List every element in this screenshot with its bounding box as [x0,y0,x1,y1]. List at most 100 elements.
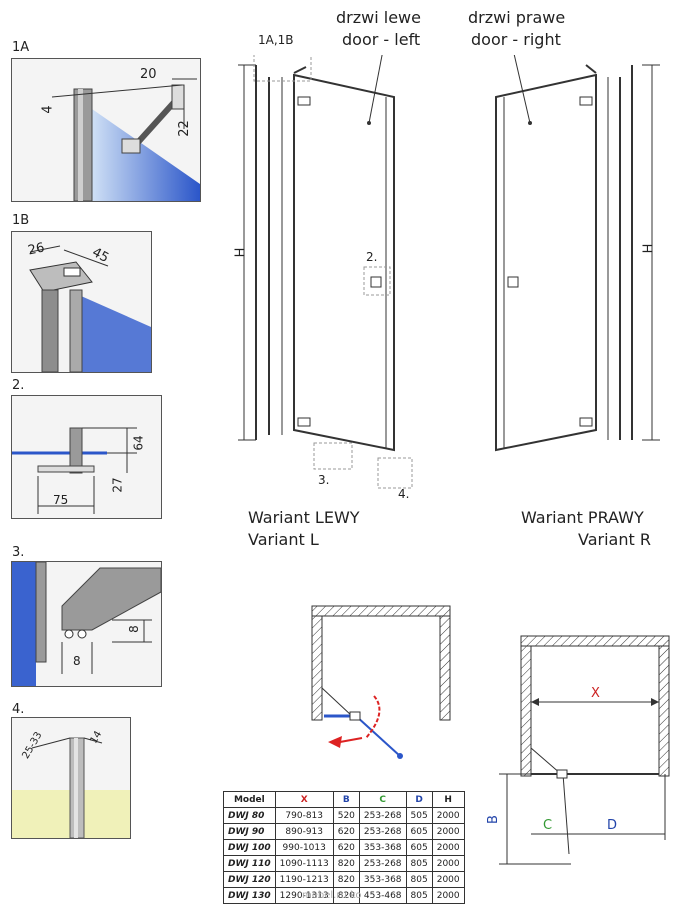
table-header-cell: B [332,791,360,808]
model-cell: DWJ 90 [223,823,276,840]
plan-c-label: C [543,818,553,833]
table-cell: 2000 [431,887,465,904]
table-cell: 505 [405,807,433,824]
table-cell: 353-368 [358,871,407,888]
callout-1a1b: 1A,1B [258,33,294,47]
model-cell: DWJ 100 [223,839,276,856]
table-cell: 1090-1113 [274,855,334,872]
table-cell: 520 [332,807,360,824]
table-cell: 353-368 [358,839,407,856]
detail-1a-dim-20: 20 [140,67,157,82]
table-header-cell: X [274,791,334,808]
detail-1a-box: 20 4 22 [11,58,201,202]
large-plan-drawing [499,635,670,865]
table-cell: 2000 [431,807,465,824]
plan-b-label: B [485,815,501,824]
detail-2-dim-75: 75 [53,493,69,507]
model-cell: DWJ 110 [223,855,276,872]
table-cell: 1190-1213 [274,871,334,888]
variant-right-pl: Wariant PRAWY [521,508,644,527]
plan-x-label: X [591,686,600,701]
door-right-drawing [495,44,660,452]
table-header-cell: Model [223,791,276,808]
detail-1b-label: 1B [12,213,30,228]
door-right-label-pl: drzwi prawe [468,8,566,27]
small-plan-drawing [311,605,451,759]
detail-2-label: 2. [12,378,25,393]
door-left-drawing [238,44,413,489]
detail-2-box: 64 27 75 [11,395,162,519]
callout-3: 3. [318,473,330,487]
table-cell: 253-268 [358,855,407,872]
door-right-height-label: H [641,243,657,254]
detail-2-drawing [12,396,161,518]
model-cell: DWJ 130 [223,887,276,904]
variant-left-en: Variant L [248,530,319,549]
table-cell: 990-1013 [274,839,334,856]
detail-4-label: 4. [12,702,25,717]
detail-3-dim-8-h: 8 [73,654,81,668]
detail-1b-box: 26 45 [11,231,152,373]
table-cell: 620 [332,839,360,856]
variant-left-pl: Wariant LEWY [248,508,360,527]
variant-right-en: Variant R [578,530,651,549]
table-cell: 890-913 [274,823,334,840]
detail-3-label: 3. [12,545,25,560]
table-cell: 805 [405,887,433,904]
table-cell: 605 [405,839,433,856]
table-cell: 2000 [431,839,465,856]
detail-4-drawing [12,737,130,838]
model-cell: DWJ 80 [223,807,276,824]
detail-2-dim-27: 27 [110,477,125,493]
detail-1b-drawing [29,245,151,372]
table-cell: 820 [332,855,360,872]
detail-4-box: 25-33 14 [11,717,131,839]
table-cell: 605 [405,823,433,840]
detail-1a-drawing [51,78,200,201]
door-left-elevation: H 1A,1B 2. 3. 4. [233,33,426,501]
detail-3-dim-8-v: 8 [126,625,141,633]
table-cell: 805 [405,871,433,888]
table-cell: 453-468 [358,887,407,904]
model-cell: DWJ 120 [223,871,276,888]
table-cell: 790-813 [274,807,334,824]
door-left-label-pl: drzwi lewe [336,8,421,27]
table-header-cell: C [358,791,407,808]
small-plan-view [306,600,456,770]
table-cell: 2000 [431,855,465,872]
table-cell: 620 [332,823,360,840]
table-cell: 253-268 [358,807,407,824]
detail-3-box: 8 8 [11,561,162,687]
table-header-cell: D [405,791,433,808]
table-header-cell: H [431,791,465,808]
table-cell: 2000 [431,871,465,888]
detail-3-drawing [12,562,161,686]
door-right-label-en: door - right [471,30,561,49]
watermark: mebel.ru.ko [302,890,362,901]
table-cell: 820 [332,887,360,904]
detail-1a-label: 1A [12,40,30,55]
table-cell: 253-268 [358,823,407,840]
table-cell: 820 [332,871,360,888]
detail-1a-dim-22: 22 [176,120,192,137]
table-cell: 805 [405,855,433,872]
plan-d-label: D [607,818,618,833]
callout-4: 4. [398,487,410,501]
door-left-height-label: H [233,247,249,258]
table-cell: 2000 [431,823,465,840]
detail-1a-dim-4: 4 [40,105,56,114]
door-right-elevation: H [490,44,665,485]
callout-2: 2. [366,250,378,264]
door-left-label-en: door - left [342,30,421,49]
detail-2-dim-64: 64 [131,435,146,451]
large-plan-view: X B C D [485,628,679,868]
